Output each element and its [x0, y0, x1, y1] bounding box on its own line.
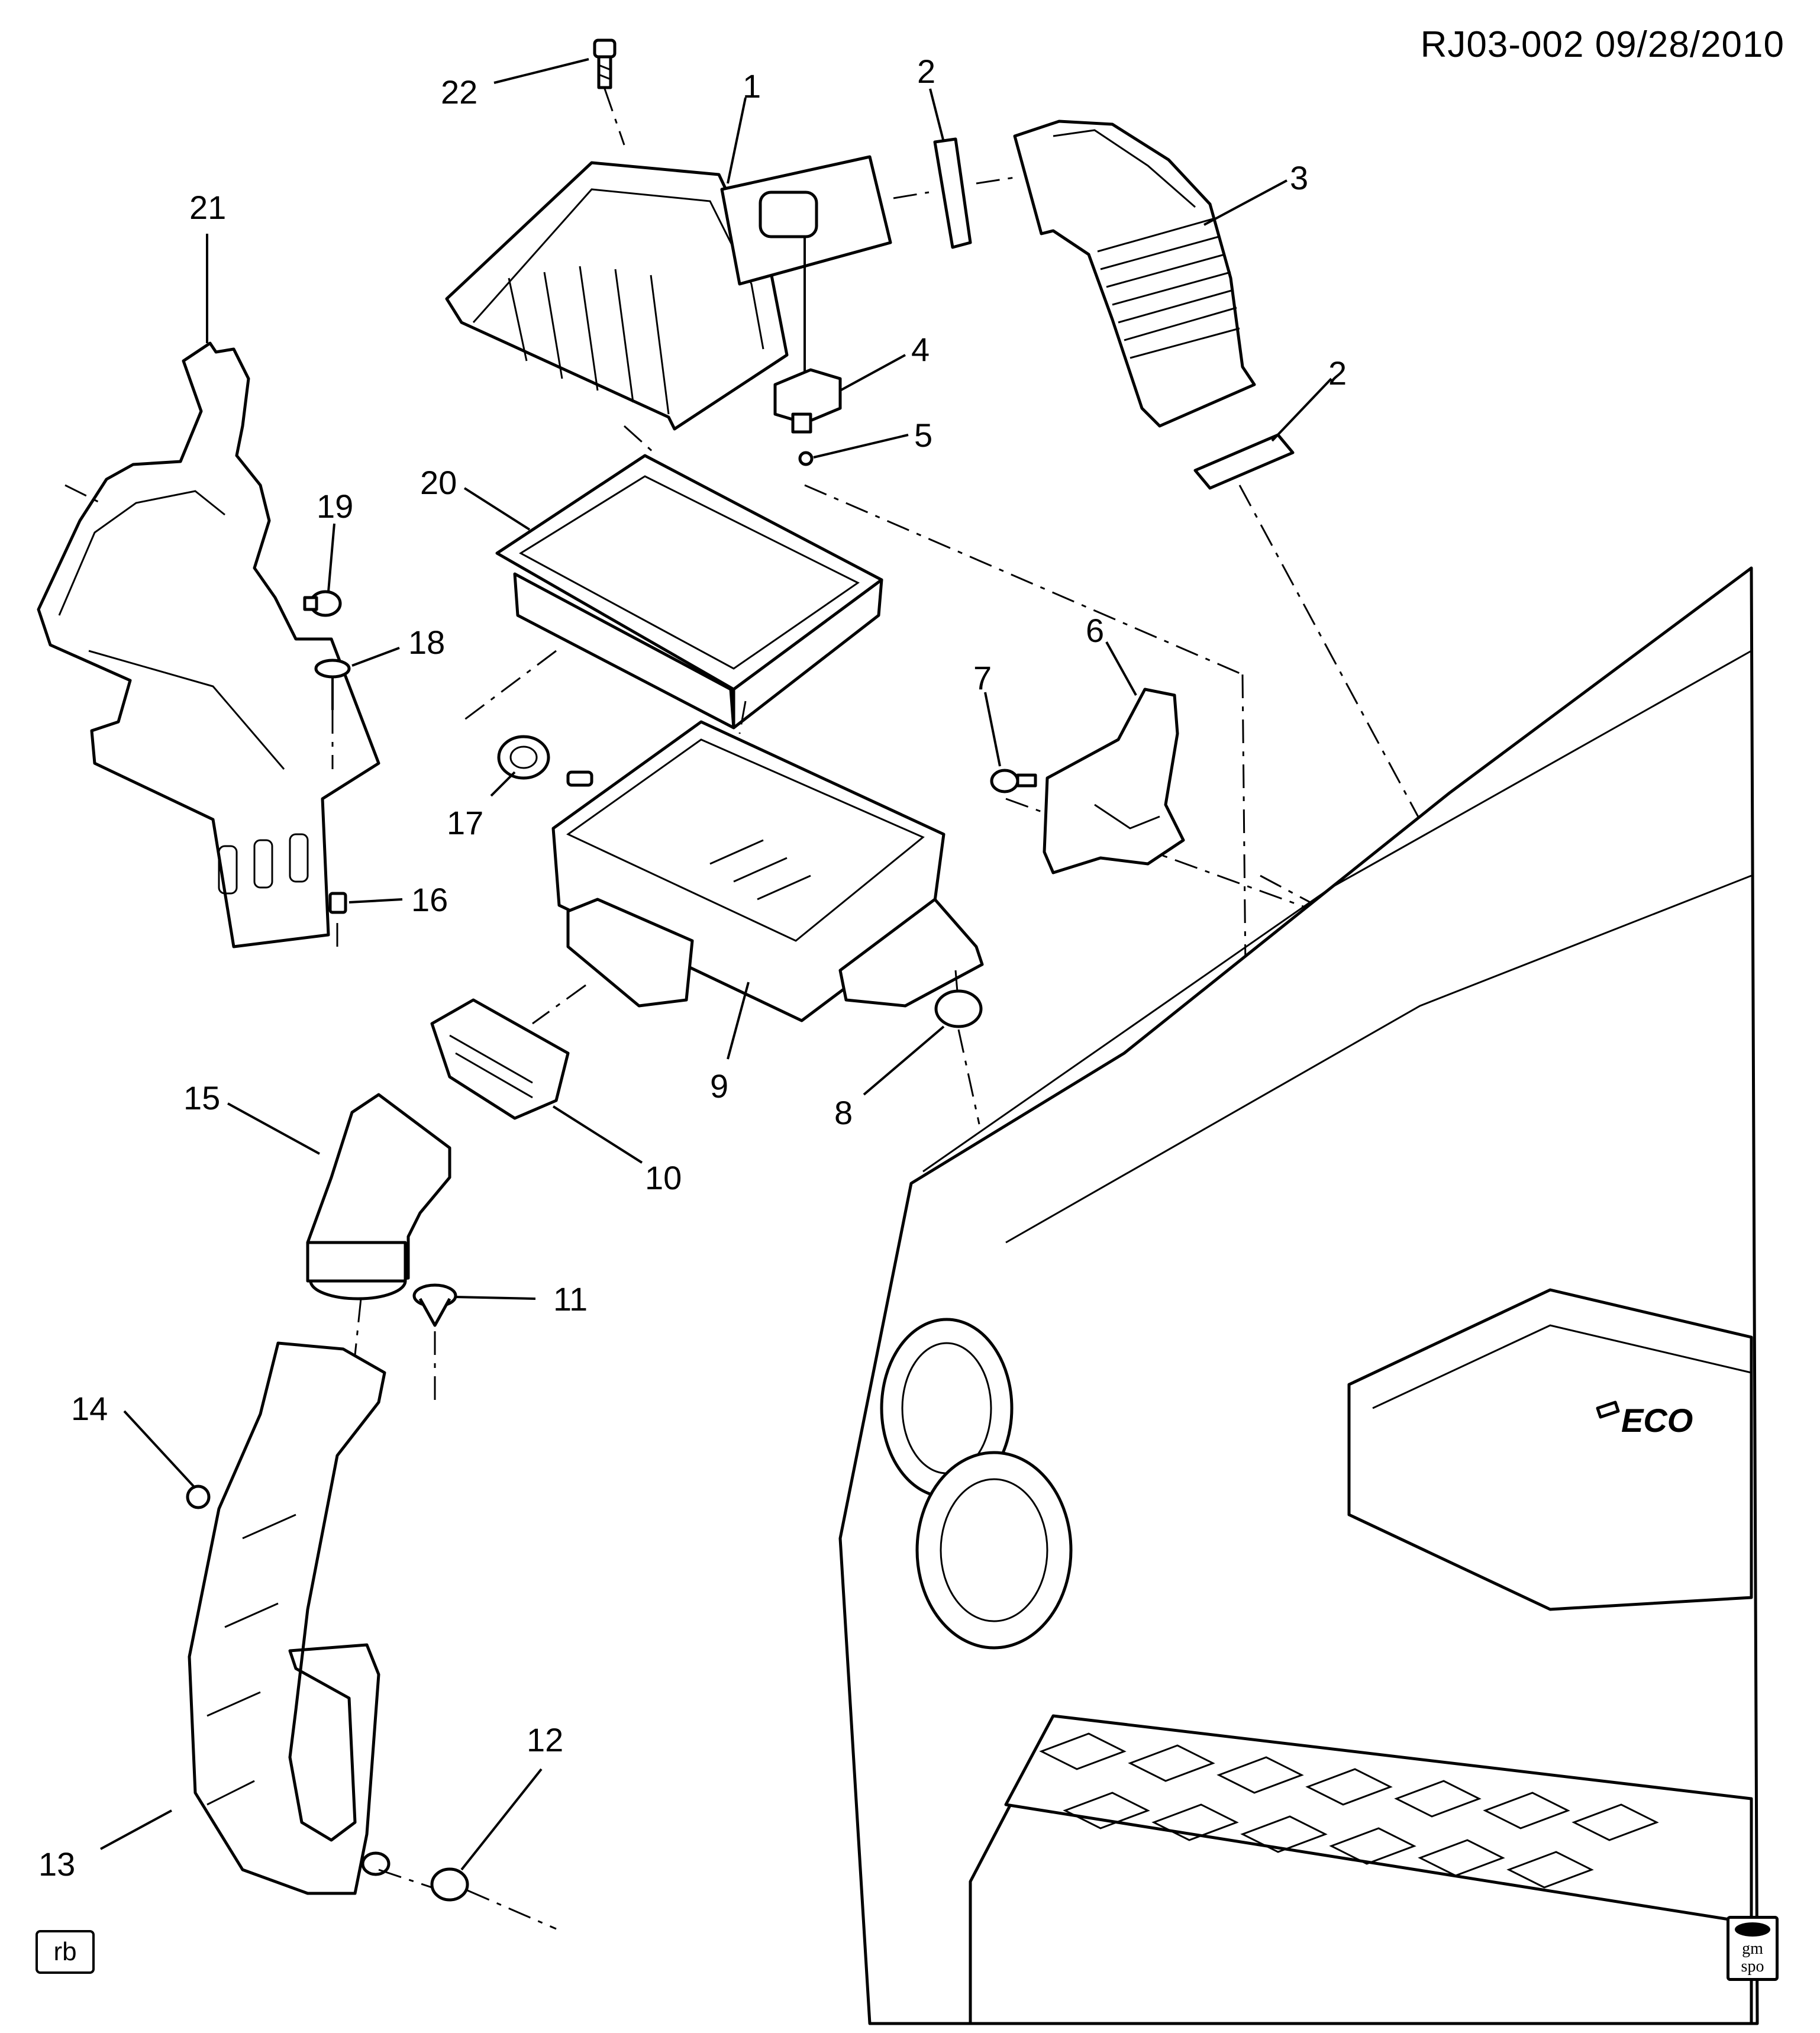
part-9-air-cleaner-housing	[551, 720, 984, 1022]
part-21-resonator-bracket	[37, 341, 380, 948]
callout-5: 5	[914, 417, 932, 454]
part-22-screw	[593, 38, 625, 146]
part-2-clamp-lower	[1193, 433, 1295, 490]
callout-20: 20	[420, 464, 457, 501]
gmspo-logo: gm spo	[1727, 1916, 1779, 1981]
callout-leaders	[100, 58, 1332, 1871]
part-11-grommet	[412, 1283, 457, 1408]
callout-22: 22	[441, 73, 477, 111]
part-7-bolt	[990, 769, 1037, 793]
part-5-bolt	[798, 451, 814, 466]
callout-3: 3	[1290, 159, 1308, 196]
callout-10: 10	[645, 1159, 682, 1196]
part-10-duct-coupler	[430, 984, 586, 1120]
callout-17: 17	[447, 804, 483, 841]
revision-tag-text: rb	[53, 1937, 77, 1966]
part-20-air-filter	[495, 425, 883, 734]
callout-18: 18	[408, 624, 445, 661]
callout-7: 7	[973, 659, 992, 696]
part-12-grommet	[430, 1867, 557, 1930]
callout-8: 8	[834, 1094, 853, 1131]
callout-16: 16	[411, 881, 448, 918]
callout-2-upper: 2	[917, 53, 935, 90]
part-8-grommet	[934, 989, 983, 1125]
logo-text-gm: gm	[1742, 1940, 1763, 1958]
vehicle-front-end: ECO	[838, 566, 1759, 2025]
callout-14: 14	[71, 1390, 108, 1427]
callout-9: 9	[710, 1067, 728, 1105]
callout-12: 12	[527, 1721, 563, 1758]
part-3-outlet-duct	[1013, 120, 1256, 428]
part-15-resonator-elbow	[306, 1093, 451, 1356]
callout-1: 1	[743, 67, 761, 105]
part-6-bracket	[1043, 688, 1185, 874]
callout-4: 4	[911, 331, 930, 368]
part-14-plug	[186, 1485, 211, 1509]
part-17-grommet	[497, 735, 593, 787]
part-13-inlet-duct	[188, 1341, 450, 1895]
part-1-air-cleaner-cover	[445, 155, 892, 431]
diagram-code-date: RJ03-002 09/28/2010	[1420, 24, 1784, 65]
logo-text-spo: spo	[1741, 1957, 1764, 1976]
part-2-clamp-upper	[893, 137, 1015, 249]
logo-disc	[1735, 1922, 1770, 1937]
engine-cover-badge: ECO	[1621, 1402, 1693, 1439]
callout-6: 6	[1086, 612, 1104, 649]
callout-21: 21	[189, 189, 226, 226]
part-16-clip	[328, 892, 347, 953]
callout-labels: 22 1 2 3 21 4 2 5 20 19 18 6 7 17 16 9 8…	[38, 53, 1347, 1883]
callout-19: 19	[317, 488, 353, 525]
revision-tag: rb	[36, 1930, 95, 1974]
callout-11: 11	[553, 1280, 588, 1318]
part-18-bolt	[314, 659, 351, 769]
part-4-sensor	[773, 368, 842, 434]
callout-2-lower: 2	[1328, 354, 1347, 392]
part-19-push-pin	[303, 590, 342, 617]
callout-13: 13	[38, 1845, 75, 1883]
callout-15: 15	[183, 1079, 220, 1116]
